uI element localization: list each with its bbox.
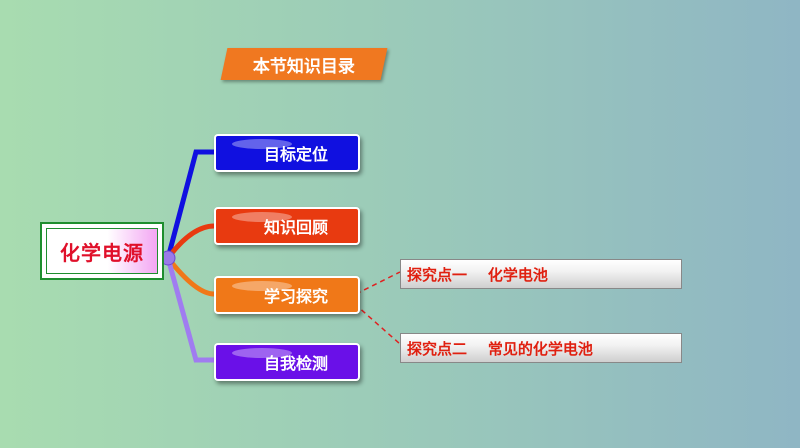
- branch-node-label: 知识回顾: [263, 218, 328, 237]
- section-title: 本节知识目录: [253, 56, 355, 77]
- gloss-highlight: [232, 139, 292, 149]
- branch-node-explore[interactable]: 学习探究: [214, 276, 360, 314]
- branch-node-label: 自我检测: [263, 354, 328, 373]
- section-title-banner: 本节知识目录: [220, 48, 388, 80]
- root-node[interactable]: 化学电源: [40, 222, 164, 280]
- branch-node-selftest[interactable]: 自我检测: [214, 343, 360, 381]
- subtopic-1[interactable]: 探究点一 化学电池: [400, 259, 682, 289]
- branch-line-1: [165, 149, 217, 261]
- subtopic-2[interactable]: 探究点二 常见的化学电池: [400, 333, 682, 363]
- branch-node-label: 目标定位: [263, 145, 328, 164]
- gloss-highlight: [232, 281, 292, 291]
- branch-node-goal[interactable]: 目标定位: [214, 134, 360, 172]
- gloss-highlight: [232, 212, 292, 222]
- root-node-label: 化学电源: [46, 228, 158, 274]
- branch-line-4: [165, 255, 217, 363]
- branch-node-review[interactable]: 知识回顾: [214, 207, 360, 245]
- branch-node-label: 学习探究: [263, 287, 328, 306]
- gloss-highlight: [232, 348, 292, 358]
